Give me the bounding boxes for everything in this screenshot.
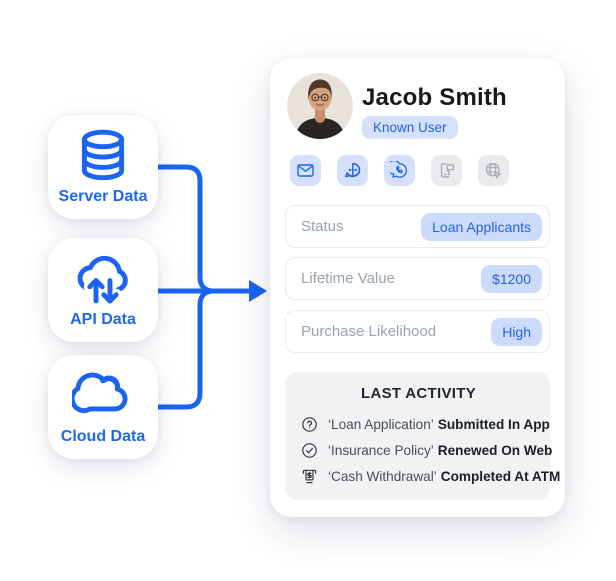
source-card-api: API Data	[48, 238, 158, 342]
whatsapp-button[interactable]	[384, 155, 415, 186]
lifetime-value-chip[interactable]: $1200	[481, 264, 542, 293]
field-row-purchase-likelihood: Purchase Likelihood High	[285, 310, 550, 353]
email-icon	[296, 161, 315, 180]
purchase-likelihood-chip[interactable]: High	[491, 317, 542, 346]
activity-item: ‘Insurance Policy’Renewed On Web	[301, 437, 552, 463]
web-globe-button	[478, 155, 509, 186]
chat-icon	[343, 161, 362, 180]
activity-text: ‘Cash Withdrawal’Completed At ATM	[328, 468, 561, 484]
known-user-badge: Known User	[362, 116, 458, 139]
field-label: Lifetime Value	[301, 270, 395, 287]
person-name: Jacob Smith	[362, 84, 507, 111]
mobile-message-icon	[437, 161, 456, 180]
arrowhead	[249, 280, 267, 302]
last-activity-panel: LAST ACTIVITY ‘Loan Application’Submitte…	[285, 372, 560, 500]
source-card-server: Server Data	[48, 115, 158, 219]
source-card-cloud: Cloud Data	[48, 355, 158, 459]
activity-item: ‘Loan Application’Submitted In App	[301, 411, 550, 437]
cloud-icon	[72, 365, 134, 427]
whatsapp-icon	[390, 161, 409, 180]
status-chip[interactable]: Loan Applicants	[421, 212, 542, 241]
activity-item: ‘Cash Withdrawal’Completed At ATM	[301, 463, 560, 489]
last-activity-title: LAST ACTIVITY	[360, 385, 476, 402]
activity-text: ‘Loan Application’Submitted In App	[328, 416, 550, 432]
profile-card: Jacob Smith Known User	[270, 58, 565, 517]
field-label: Status	[301, 218, 344, 235]
chat-button[interactable]	[337, 155, 368, 186]
atm-icon	[301, 468, 318, 485]
check-circle-icon	[301, 442, 318, 459]
source-label: Cloud Data	[60, 428, 146, 445]
source-label: API Data	[70, 311, 136, 328]
activity-text: ‘Insurance Policy’Renewed On Web	[328, 442, 553, 458]
field-row-status: Status Loan Applicants	[285, 205, 550, 248]
mobile-message-button	[431, 155, 462, 186]
source-label: Server Data	[58, 188, 148, 205]
field-label: Purchase Likelihood	[301, 323, 437, 340]
field-row-lifetime-value: Lifetime Value $1200	[285, 257, 550, 300]
database-icon	[72, 125, 134, 187]
avatar	[287, 73, 353, 139]
email-button[interactable]	[290, 155, 321, 186]
cloud-sync-icon	[72, 248, 134, 310]
question-circle-icon	[301, 416, 318, 433]
web-globe-icon	[484, 161, 503, 180]
contact-icon-row	[290, 155, 509, 186]
